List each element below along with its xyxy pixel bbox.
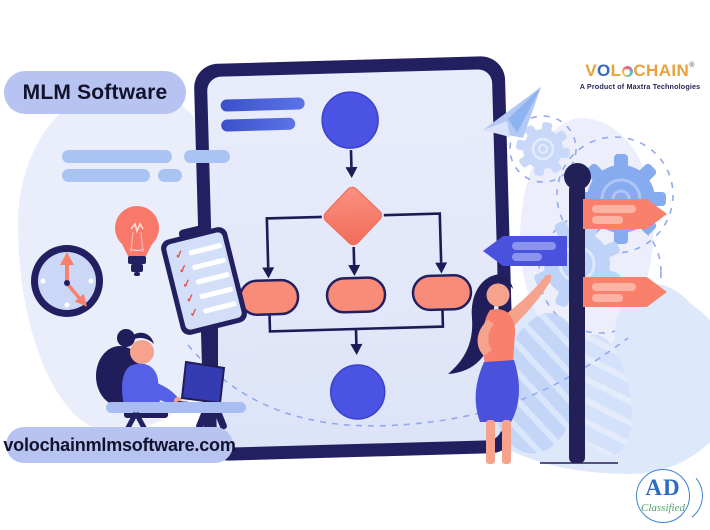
registered-mark: ® [689,62,695,69]
logo-letter: A [658,61,672,80]
logo-letter: H [646,61,659,80]
dashed-path [187,337,629,427]
flowchart-decision-diamond [323,186,383,246]
checkmark-icon [174,249,187,262]
checkmark-icon [178,263,191,276]
title-badge: MLM Software [4,71,186,114]
direction-sign-right [583,277,667,307]
gear-icon [516,122,570,176]
logo-letter: V [585,61,597,80]
ad-initials: AD [645,475,681,500]
text-bar [158,169,182,182]
ad-classified-logo: AD Classified [634,464,706,528]
direction-sign-right [583,199,667,229]
laptop-screen [180,360,226,405]
title-text: MLM Software [22,80,168,104]
flowchart-end-node [329,364,386,420]
paper-plane-icon [483,87,541,138]
lightbulb-icon [115,206,159,276]
text-bar [62,150,172,163]
woman-pointing [448,274,552,464]
flowchart-diagram [220,91,473,420]
logo-letter: C [633,61,647,80]
signpost-pole [569,184,585,463]
brand-tagline: A Product of Maxtra Technologies [579,81,701,91]
flowchart-board [193,55,516,462]
ad-classified-label: Classified [640,502,685,514]
direction-sign-left [483,236,567,266]
text-bar [184,150,230,163]
logo-letter: N [676,61,690,80]
text-bar [62,169,150,182]
board-text-bars [220,97,305,132]
checklist-line [202,301,237,314]
flowchart-arrowheads [262,166,448,355]
checkmark-icon [185,292,198,305]
logo-letter: I [671,61,677,80]
clock-hands [60,252,87,307]
checkmark-icon [181,278,194,291]
volochain-ring-o-icon [621,66,633,77]
flowchart-start-node [321,91,379,149]
ad-logo-circle [636,469,690,523]
flowchart-connectors [265,150,445,346]
website-url: volochainmlmsoftware.com [3,434,236,455]
desk [106,402,246,413]
logo-letter: O [596,61,611,80]
clock-icon [31,245,103,317]
website-badge[interactable]: volochainmlmsoftware.com [3,427,236,463]
checkmark-icon [188,307,201,320]
logo-letter: L [610,61,622,80]
flowchart-process-pills [238,273,473,316]
woman-working-on-laptop [96,329,246,436]
